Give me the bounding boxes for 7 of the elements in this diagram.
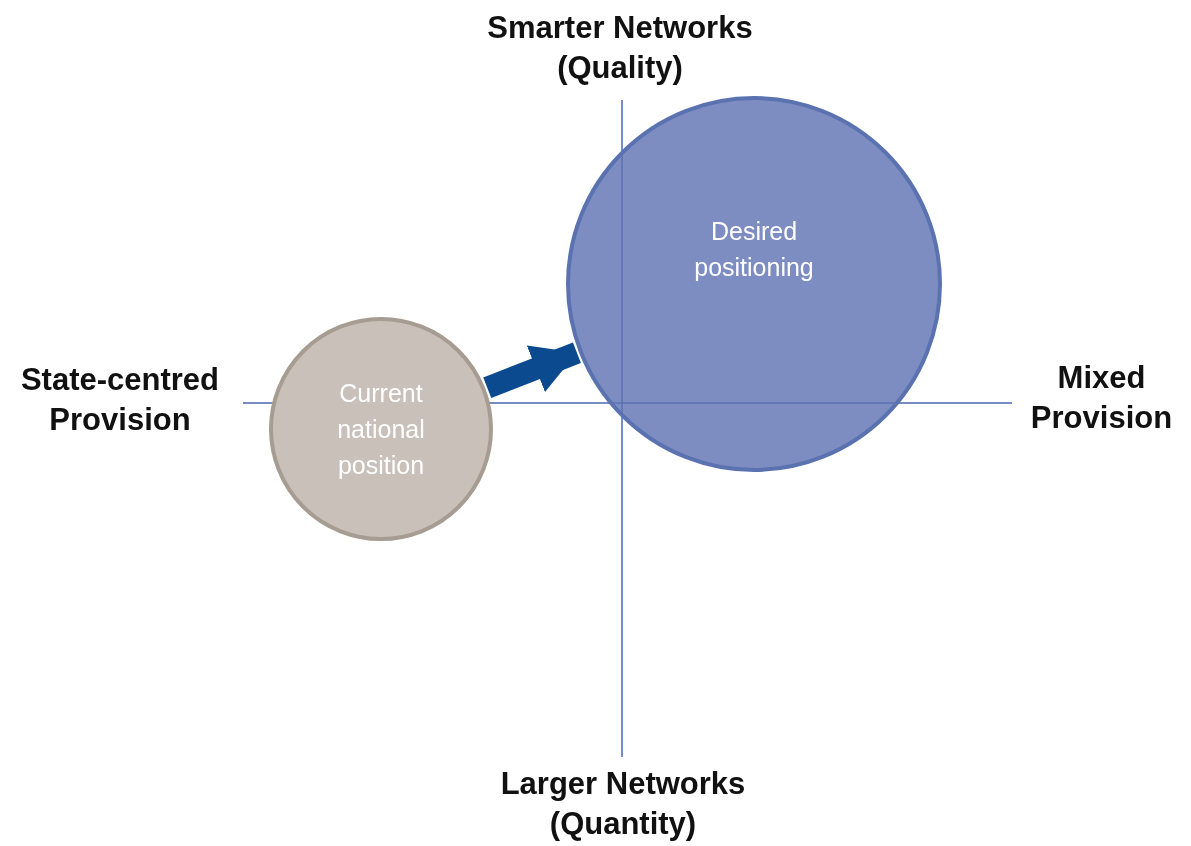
node-label: Current national position	[336, 378, 426, 481]
arrow	[483, 342, 581, 398]
axis-label: State-centred Provision	[19, 361, 221, 439]
axis-label: Larger Networks (Quantity)	[499, 765, 747, 843]
node-label: Desired positioning	[693, 216, 815, 283]
axis-label: Mixed Provision	[1029, 359, 1174, 437]
axis-label: Smarter Networks (Quality)	[486, 9, 754, 87]
